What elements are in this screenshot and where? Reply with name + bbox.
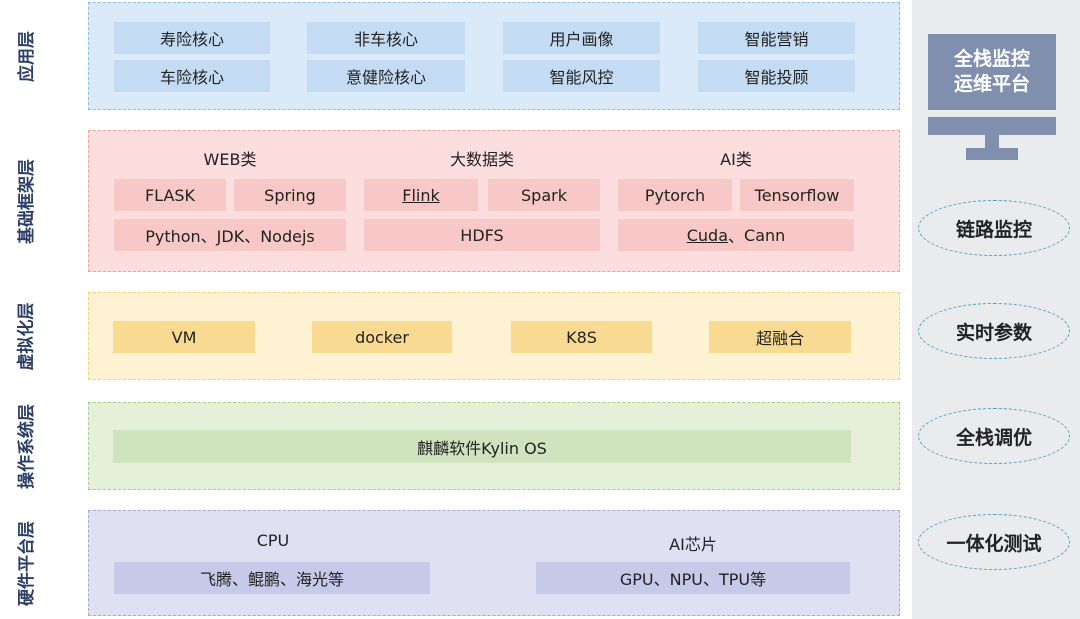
ai-category-title: AI类 (720, 150, 752, 169)
hw-cpu-items: 飞腾、鲲鹏、海光等 (114, 562, 430, 594)
fw-hdfs: HDFS (364, 219, 600, 251)
layer-label-virtual: 虚拟化层 (16, 302, 37, 370)
monitor-line-2: 运维平台 (953, 73, 1030, 95)
layer-label-app: 应用层 (16, 30, 37, 82)
fw-flask: FLASK (114, 179, 226, 211)
bigdata-category-title: 大数据类 (449, 150, 514, 169)
app-box-8: 智能投顾 (698, 60, 855, 92)
virt-k8s: K8S (511, 321, 652, 353)
monitor-base (966, 148, 1018, 160)
app-box-7: 智能风控 (503, 60, 660, 92)
side-realtime-params: 实时参数 (918, 303, 1070, 359)
fw-cann: Cann (744, 225, 786, 245)
side-fullstack-tuning: 全栈调优 (918, 408, 1070, 464)
monitor-neck (985, 135, 999, 148)
fw-ai-sep: 、 (728, 227, 745, 246)
fw-spark: Spark (488, 179, 600, 211)
fw-flink: Flink (364, 179, 478, 211)
side-integrated-testing: 一体化测试 (918, 514, 1070, 570)
layer-label-os: 操作系统层 (16, 403, 37, 489)
app-box-4: 智能营销 (698, 22, 855, 54)
layer-label-hardware: 硬件平台层 (16, 520, 37, 606)
app-box-3: 用户画像 (503, 22, 660, 54)
monitor-icon: 全栈监控 运维平台 (928, 34, 1056, 110)
cpu-category-title: CPU (256, 531, 290, 550)
app-box-5: 车险核心 (114, 60, 270, 92)
fw-ai-stack: Cuda、Cann (618, 219, 854, 251)
layer-label-framework: 基础框架层 (16, 158, 37, 244)
virt-vm: VM (113, 321, 255, 353)
os-kylin: 麒麟软件Kylin OS (113, 430, 851, 463)
app-box-2: 非车核心 (307, 22, 465, 54)
web-category-title: WEB类 (203, 150, 257, 169)
fw-tensorflow: Tensorflow (740, 179, 854, 211)
fw-cuda: Cuda (686, 225, 728, 245)
virt-hyperconverged: 超融合 (709, 321, 851, 353)
app-box-1: 寿险核心 (114, 22, 270, 54)
fw-pytorch: Pytorch (618, 179, 732, 211)
fw-web-stack: Python、JDK、Nodejs (114, 219, 346, 251)
side-link-monitoring: 链路监控 (918, 200, 1070, 256)
app-layer-band (88, 2, 900, 110)
hw-ai-items: GPU、NPU、TPU等 (536, 562, 850, 594)
ai-chip-category-title: AI芯片 (669, 535, 717, 554)
app-box-6: 意健险核心 (307, 60, 465, 92)
monitor-line-1: 全栈监控 (953, 48, 1030, 70)
monitor-bar (928, 117, 1056, 135)
fw-spring: Spring (234, 179, 346, 211)
virt-docker: docker (312, 321, 452, 353)
